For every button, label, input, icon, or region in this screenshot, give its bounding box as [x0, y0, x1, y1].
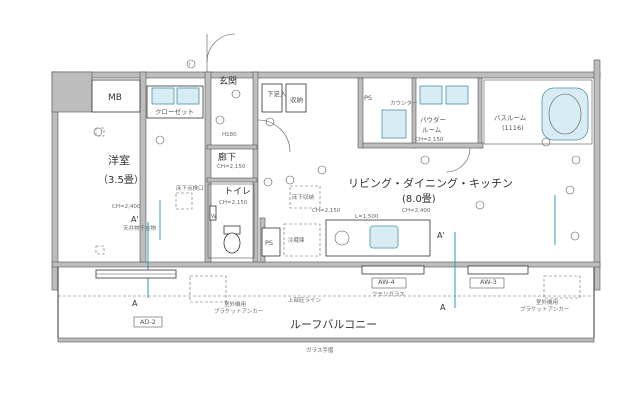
ldk-size: (8.0畳): [402, 193, 436, 205]
kitchen-sink: [369, 225, 399, 249]
fridge-space: [283, 223, 321, 257]
kitchen-length: L=1,500: [355, 214, 379, 220]
kitchen-ch: CH=2,150: [312, 208, 341, 214]
ac-bracket-left-1: 室外機用: [224, 300, 246, 308]
hallway-door-swing: [257, 119, 291, 153]
ps-top-label: PS: [364, 94, 372, 102]
mb-room: [91, 79, 141, 113]
ac-unit-right: [543, 275, 581, 299]
window-ad2-label: AD-2: [140, 318, 156, 326]
ac-bracket-right-1: 室外機用: [536, 298, 558, 306]
western-room-size: （3.5畳）: [98, 174, 144, 186]
frosted-glass-label: クモリガラス: [372, 290, 405, 298]
fridge-label: 冷蔵庫: [288, 236, 305, 244]
western-room-label: 洋室: [108, 153, 130, 167]
window-ad2: [95, 269, 177, 279]
a-marker-left-bottom: A: [132, 299, 138, 308]
bathtub: [541, 87, 589, 141]
window-aw4-label: AW-4: [378, 278, 395, 286]
ac-bracket-left-2: ブラケットアンカー: [214, 307, 263, 315]
glass-railing: [57, 337, 595, 343]
window-aw3-label: AW-3: [480, 278, 497, 286]
info-marker-icon: [186, 59, 196, 69]
a-marker-right-top: A': [437, 231, 445, 240]
entrance-label: 玄関: [219, 75, 237, 87]
powder-door-swing: [445, 147, 471, 173]
info-marker-label: i: [189, 62, 191, 68]
floor-check-label: 床下点検口: [176, 184, 204, 192]
step-height-label: H180: [222, 132, 237, 138]
ps-mid-label: PS: [265, 239, 273, 247]
stove-burner: [334, 230, 350, 246]
a-marker-right-bottom: A: [440, 303, 446, 312]
bath-label: バスルーム: [494, 114, 527, 122]
closet-door-right: [176, 87, 200, 105]
washing-machine: [419, 85, 443, 105]
shoe-box-label: 下足入: [267, 90, 287, 98]
ldk-ch: CH=2,400: [402, 208, 431, 214]
floor-storage: [289, 185, 321, 209]
wash-basin: [381, 109, 407, 139]
western-room-ch: CH=2,400: [112, 204, 141, 210]
hallway-label: 廊下: [218, 151, 236, 163]
bath-size: (1116): [502, 124, 524, 132]
a-marker-left-top: A': [131, 215, 139, 224]
powder-label-2: ルーム: [422, 126, 442, 134]
powder-label: パウダー: [420, 115, 446, 124]
floor-storage-label: 床下収納: [292, 193, 315, 201]
glass-railing-label: ガラス手摺: [306, 346, 334, 354]
entrance-door-swing: [206, 33, 236, 63]
toilet-sink: [209, 205, 217, 221]
ac-bracket-right-2: ブラケットアンカー: [520, 305, 569, 313]
toilet-ch: CH=2,150: [219, 200, 248, 206]
toilet-label: トイレ: [224, 187, 251, 197]
shoe-box: [261, 83, 283, 113]
washer-marker: W: [211, 214, 217, 220]
hallway-ch: CH=2,150: [217, 164, 246, 170]
window-aw4: [361, 265, 425, 275]
mb-label: MB: [108, 93, 122, 103]
ceiling-dryer-label: 天井物干金物: [123, 224, 157, 232]
counter-label: カウンター: [390, 99, 418, 107]
ac-unit-left: [189, 275, 227, 303]
fixture-icons: [93, 89, 581, 241]
closet-label: クローゼット: [155, 107, 194, 116]
floor-check-hatch: [175, 192, 193, 210]
closet-door-left: [151, 87, 175, 105]
toilet-room: [207, 183, 255, 259]
ps-mid-box: [261, 227, 281, 257]
ldk-label: リビング・ダイニング・キッチン: [348, 176, 513, 190]
toilet-bowl: [223, 232, 241, 254]
storage-box: [285, 83, 307, 113]
bath-room: [483, 79, 593, 145]
roof-balcony-label: ルーフバルコニー: [290, 318, 377, 331]
window-aw3: [467, 265, 529, 275]
storage-label: 収納: [290, 95, 303, 104]
powder-ch: CH=2,150: [415, 137, 444, 143]
upper-eave-label: 上部庇ライン: [288, 296, 322, 304]
